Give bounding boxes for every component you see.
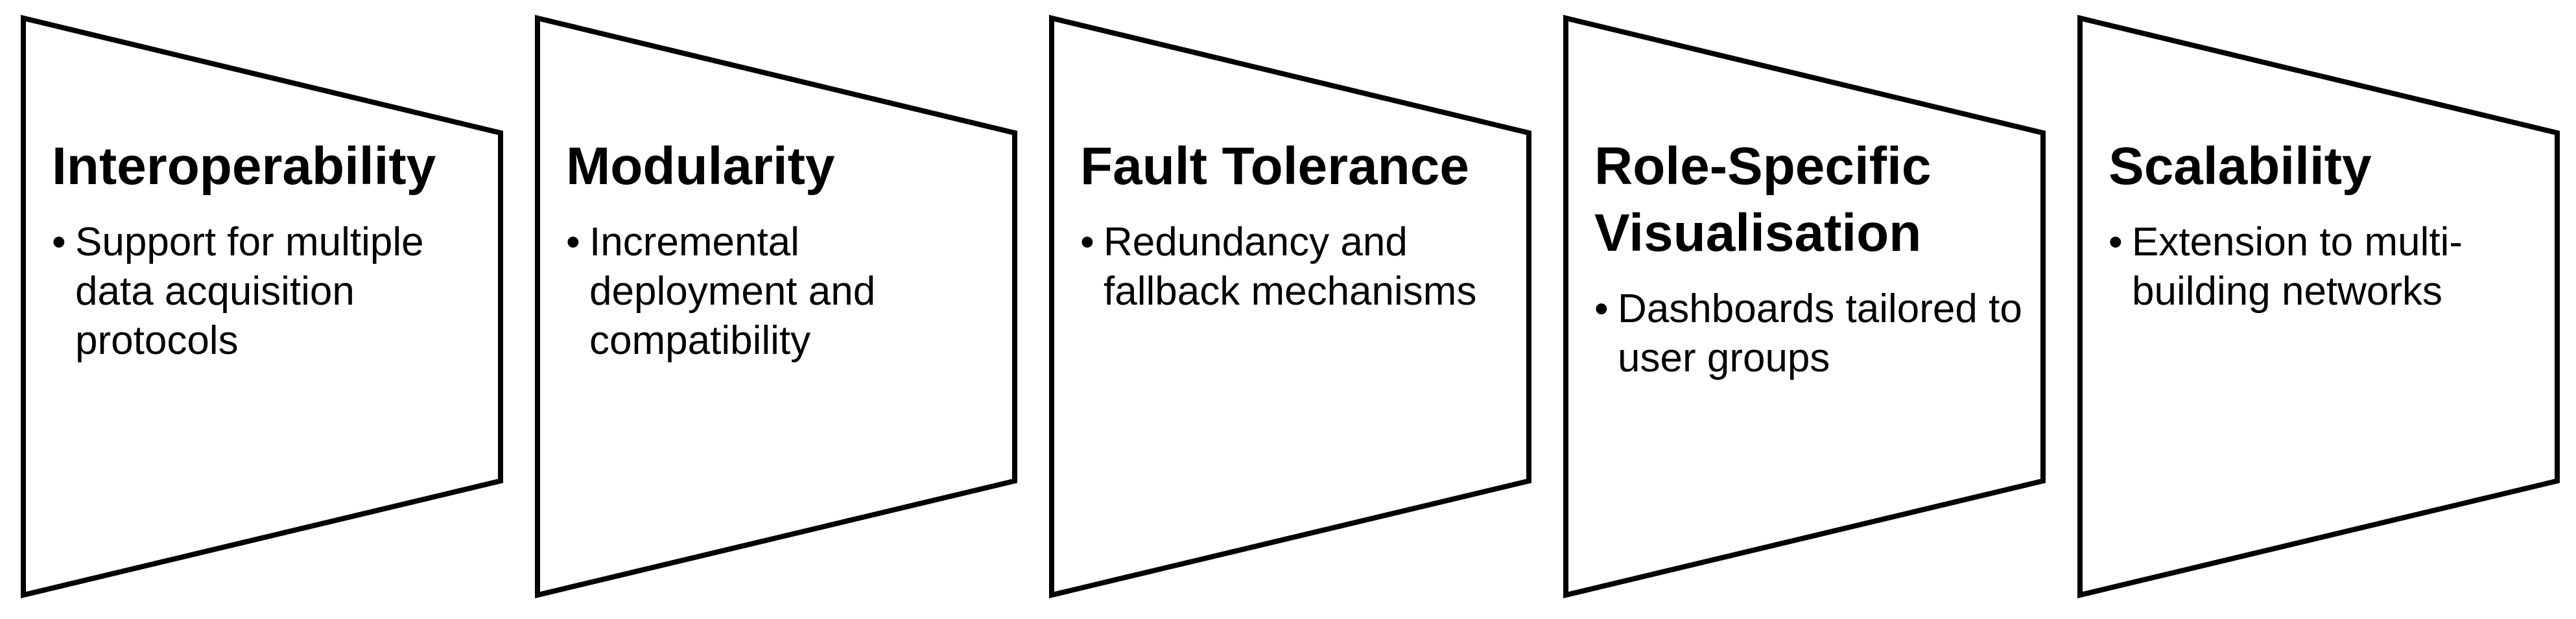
bullet-dot: • <box>1594 286 1609 331</box>
bullet-text: Dashboards tailored to user groups <box>1618 286 2022 380</box>
panel-scalability: Scalability • Extension to multi-buildin… <box>2076 0 2576 619</box>
bullet-text: Support for multiple data acquisition pr… <box>75 220 424 363</box>
trapezoid-shape <box>1563 14 2046 599</box>
trapezoid-shape <box>535 14 1017 599</box>
trapezoid-shape <box>21 14 503 599</box>
bullet-text: Extension to multi-building networks <box>2132 220 2463 314</box>
panel-title: Interoperability <box>52 137 436 196</box>
bullet-text: Incremental deployment and compatibility <box>589 220 876 363</box>
panel-bullet: • Extension to multi-building networks <box>2109 218 2536 316</box>
panel-title: Role-Specific Visualisation <box>1594 137 1932 263</box>
panel-bullet: • Incremental deployment and compatibili… <box>566 218 994 366</box>
panel-modularity: Modularity • Incremental deployment and … <box>534 0 1052 619</box>
panel-bullet: • Support for multiple data acquisition … <box>52 218 480 366</box>
panel-fault-tolerance: Fault Tolerance • Redundancy and fallbac… <box>1048 0 1566 619</box>
bullet-dot: • <box>566 220 580 264</box>
panel-bullet: • Redundancy and fallback mechanisms <box>1080 218 1508 316</box>
bullet-dot: • <box>1080 220 1094 264</box>
panel-role-specific-visualisation: Role-Specific Visualisation • Dashboards… <box>1562 0 2081 619</box>
panel-bullet: • Dashboards tailored to user groups <box>1594 285 2022 383</box>
bullet-dot: • <box>2109 220 2123 264</box>
panel-title: Fault Tolerance <box>1080 137 1469 196</box>
trapezoid-shape <box>1049 14 1531 599</box>
trapezoid-shape <box>2077 14 2560 599</box>
bullet-dot: • <box>52 220 66 264</box>
bullet-text: Redundancy and fallback mechanisms <box>1104 220 1477 314</box>
panel-title: Modularity <box>566 137 835 196</box>
panel-interoperability: Interoperability • Support for multiple … <box>19 0 538 619</box>
panel-title: Scalability <box>2109 137 2372 196</box>
